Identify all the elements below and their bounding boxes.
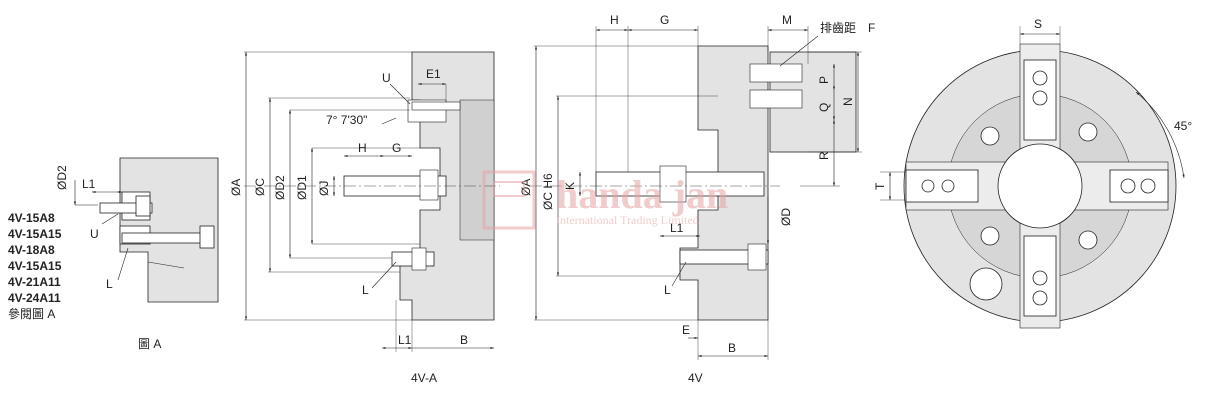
4v-jaw-screw-2 bbox=[749, 89, 803, 109]
front-angle-arc bbox=[1135, 91, 1185, 179]
4va-drawbar-nut bbox=[419, 169, 439, 201]
bolt-hole-2 bbox=[1032, 90, 1048, 106]
bolt-hole-11 bbox=[980, 226, 1000, 246]
view-4v-a: ØA ØC ØD2 ØD1 ØJ U E1 7° 7'30" H G L L1 … bbox=[229, 51, 500, 385]
4v-l-label: L bbox=[664, 283, 671, 297]
4va-caption: 4V-A bbox=[411, 371, 437, 385]
4v-pitch-label: 排齒距 bbox=[820, 21, 856, 35]
figure-a-screw-head-upper bbox=[135, 195, 151, 217]
watermark: handa jan International Trading Limited bbox=[482, 170, 728, 230]
4va-body-inner bbox=[459, 99, 495, 241]
4va-d1-label: ØD1 bbox=[295, 175, 309, 200]
watermark-logo-inner bbox=[493, 181, 525, 197]
figure-a-screw-upper bbox=[99, 202, 153, 214]
figure-a-d2-label: ØD2 bbox=[55, 165, 69, 190]
4va-angle-label: 7° 7'30" bbox=[326, 113, 367, 127]
bolt-hole-7 bbox=[1120, 178, 1136, 194]
model-1: 4V-15A8 bbox=[8, 211, 55, 225]
4v-d-label: ØD bbox=[779, 208, 793, 226]
4va-lower-screw-head bbox=[411, 247, 427, 271]
front-t-label: T bbox=[873, 182, 887, 190]
bolt-hole-10 bbox=[1078, 122, 1098, 142]
4v-q-label: Q bbox=[817, 103, 831, 112]
front-bolt-holes bbox=[921, 70, 1156, 306]
4v-m-label: M bbox=[782, 13, 792, 27]
4v-drawbar-nut bbox=[659, 165, 687, 203]
bolt-hole-12 bbox=[1078, 230, 1098, 250]
bolt-hole-3 bbox=[1032, 270, 1048, 286]
figure-a-l-label: L bbox=[106, 277, 113, 291]
figure-a-detail: ØD2 L1 U L 4V-15A8 4V-15A15 4V-18A8 4V-1… bbox=[8, 157, 219, 351]
bolt-hole-1 bbox=[1032, 70, 1048, 86]
figure-a-u-label: U bbox=[90, 227, 99, 241]
figure-a-l-leader bbox=[117, 247, 129, 281]
4va-h-label: H bbox=[358, 141, 367, 155]
front-s-label: S bbox=[1034, 17, 1042, 31]
4v-lower-screw-head bbox=[747, 243, 767, 271]
4va-j-label: ØJ bbox=[317, 181, 331, 196]
4va-u-label: U bbox=[382, 71, 391, 85]
view-4v: H G M 排齒距 F ØA ØC H6 K P N Q R L1 ØD L E… bbox=[519, 13, 875, 385]
model-6: 4V-24A11 bbox=[8, 291, 61, 305]
model-5: 4V-21A11 bbox=[8, 275, 61, 289]
figure-a-edge bbox=[147, 261, 185, 269]
4v-g-label: G bbox=[660, 13, 669, 27]
4v-lower-screw bbox=[679, 249, 769, 265]
figure-a-screw-head-lower bbox=[199, 225, 215, 249]
figure-a-l1-label: L1 bbox=[82, 177, 96, 191]
4v-n-label: N bbox=[841, 97, 855, 106]
4v-ch6-label: ØC H6 bbox=[541, 173, 555, 210]
4v-r-label: R bbox=[817, 151, 831, 160]
4va-l-leader bbox=[371, 261, 397, 289]
4v-h-label: H bbox=[610, 13, 619, 27]
4va-d2-label: ØD2 bbox=[273, 175, 287, 200]
4v-b-label: B bbox=[728, 341, 736, 355]
figure-a-screw-lower bbox=[121, 232, 207, 244]
bolt-hole-4 bbox=[1032, 290, 1048, 306]
4va-e1-label: E1 bbox=[426, 67, 441, 81]
bolt-hole-6 bbox=[941, 179, 955, 193]
4va-b-label: B bbox=[460, 333, 468, 347]
4v-p-label: P bbox=[817, 76, 831, 84]
4v-l-leader bbox=[671, 261, 687, 287]
bolt-hole-5 bbox=[921, 179, 935, 193]
figure-a-u-leader bbox=[101, 213, 119, 225]
4va-g-label: G bbox=[392, 141, 401, 155]
front-center-bore-top bbox=[997, 143, 1083, 229]
4va-angle-leader bbox=[381, 117, 397, 125]
4va-upper-screw bbox=[411, 101, 461, 111]
front-jaw-right bbox=[1109, 169, 1169, 203]
4v-jaw-screw-1 bbox=[749, 63, 803, 83]
4va-u-leader bbox=[389, 83, 411, 105]
bolt-hole-8 bbox=[1140, 178, 1156, 194]
4v-l1-label: L1 bbox=[670, 221, 684, 235]
front-angle-label: 45° bbox=[1174, 119, 1192, 133]
model-4: 4V-15A15 bbox=[8, 259, 62, 273]
4v-caption: 4V bbox=[688, 371, 703, 385]
model-3: 4V-18A8 bbox=[8, 243, 55, 257]
watermark-logo bbox=[482, 170, 536, 230]
figure-a-caption: 圖 A bbox=[138, 337, 161, 351]
watermark-sub: International Trading Limited bbox=[556, 213, 699, 227]
watermark-brand: handa jan bbox=[556, 172, 728, 217]
front-plug bbox=[969, 267, 1003, 301]
4va-l1-label: L1 bbox=[398, 333, 412, 347]
model-note: 參閱圖 A bbox=[8, 306, 55, 321]
4v-pitch-leader bbox=[779, 35, 819, 67]
model-2: 4V-15A15 bbox=[8, 227, 62, 241]
4va-c-label: ØC bbox=[253, 178, 267, 196]
4v-k-label: K bbox=[563, 182, 577, 190]
4va-a-label: ØA bbox=[229, 179, 243, 196]
front-view: S T 45° bbox=[873, 17, 1192, 329]
4v-f-label: F bbox=[868, 21, 875, 35]
4va-l-label: L bbox=[362, 283, 369, 297]
4v-e-label: E bbox=[682, 323, 690, 337]
bolt-hole-9 bbox=[980, 126, 1000, 146]
